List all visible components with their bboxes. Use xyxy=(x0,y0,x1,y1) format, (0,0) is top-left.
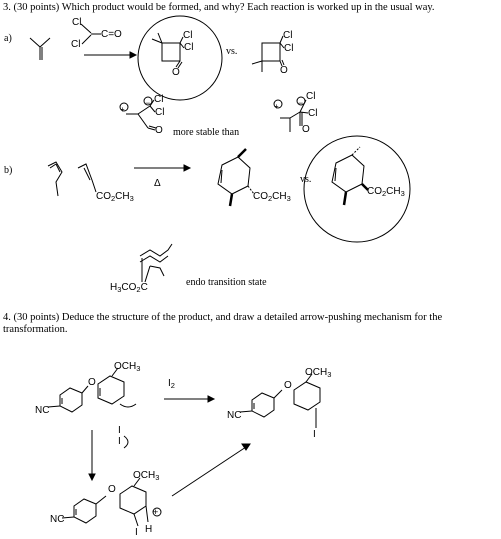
product-a1-o: O xyxy=(172,67,180,78)
product-iodine: I xyxy=(313,429,316,440)
product-b1-ester: CO2CH3 xyxy=(253,191,291,203)
intermediate-1-o: O xyxy=(155,125,163,136)
ketene-cl-left: Cl xyxy=(71,39,81,50)
product-nc: NC xyxy=(227,410,242,421)
circled-answer-b xyxy=(304,136,410,242)
sm-och3: OCH3 xyxy=(114,361,141,373)
more-stable-than-label: more stable than xyxy=(173,127,240,138)
product-a2-ring xyxy=(252,36,284,72)
i2-top-atom: I xyxy=(118,425,121,436)
intermediate-1-plus: + xyxy=(120,105,125,114)
intermediate-hydrogen: H xyxy=(145,524,153,535)
product-b2-ring xyxy=(332,147,368,205)
ketene-c-eq-o: C=O xyxy=(101,29,122,40)
iodine-reagent: I2 xyxy=(168,378,175,390)
intermediate-2-o: O xyxy=(302,124,310,135)
product-b2-ester: CO2CH3 xyxy=(367,186,405,198)
sm-nc: NC xyxy=(35,405,50,416)
intermediate-right-ring xyxy=(120,478,161,526)
product-right-ring xyxy=(294,374,320,428)
dienophile-structure xyxy=(78,164,96,192)
part-b-label: b) xyxy=(4,165,13,176)
intermediate-left-ring xyxy=(62,496,106,523)
circled-answer-a xyxy=(138,16,222,100)
question-4-header-line-1: 4. (30 points) Deduce the structure of t… xyxy=(3,312,443,323)
reaction-arrow-b xyxy=(134,165,190,171)
product-ether-o: O xyxy=(284,380,292,391)
arrow-to-product xyxy=(172,444,250,496)
ketene-bond-2 xyxy=(82,35,91,44)
intermediate-nc: NC xyxy=(50,514,65,525)
product-b1-ring xyxy=(218,149,254,206)
question-4-header-line-2: transformation. xyxy=(3,324,68,335)
intermediate-iodine: I xyxy=(135,527,138,538)
isobutylene-structure xyxy=(30,38,50,60)
intermediate-plus: + xyxy=(153,507,159,517)
intermediate-1-structure xyxy=(120,97,156,130)
product-a2-o: O xyxy=(280,65,288,76)
sm-ether-o: O xyxy=(88,377,96,388)
vs-label-b: vs. xyxy=(300,174,312,185)
intermediate-2-plus: + xyxy=(274,102,279,111)
intermediate-2-cl-1: Cl xyxy=(306,91,316,102)
part-a-label: a) xyxy=(4,33,12,44)
i2-bottom-atom: I xyxy=(118,436,121,447)
sm-left-ring xyxy=(48,386,88,412)
product-a2-cl-1: Cl xyxy=(283,30,293,41)
endo-ts-ester: H3CO2C xyxy=(110,282,148,294)
product-a1-cl-1: Cl xyxy=(183,30,193,41)
endo-transition-state-label: endo transition state xyxy=(186,277,267,288)
intermediate-1-cl-2: Cl xyxy=(155,107,165,118)
intermediate-1-minus: − xyxy=(145,98,151,108)
dienophile-ester: CO2CH3 xyxy=(96,191,134,203)
intermediate-2-minus: − xyxy=(298,98,304,108)
endo-transition-state-structure xyxy=(140,244,172,282)
product-a1-ring xyxy=(152,33,184,68)
intermediate-ether-o: O xyxy=(108,484,116,495)
product-a1-cl-2: Cl xyxy=(184,42,194,53)
heat-delta: Δ xyxy=(154,178,161,189)
intermediate-1-cl-1: Cl xyxy=(154,94,164,105)
diene-structure xyxy=(48,162,62,196)
reaction-arrow-a xyxy=(84,52,136,58)
i2-curved-arrow xyxy=(124,436,128,448)
intermediate-och3: OCH3 xyxy=(133,470,160,482)
main-arrow-right xyxy=(164,396,214,402)
product-left-ring xyxy=(240,390,282,417)
product-a2-cl-2: Cl xyxy=(284,43,294,54)
arrow-down xyxy=(89,430,95,480)
sm-right-ring xyxy=(98,368,136,407)
ketene-cl-top: Cl xyxy=(72,17,82,28)
intermediate-2-cl-2: Cl xyxy=(308,108,318,119)
question-3-header: 3. (30 points) Which product would be fo… xyxy=(3,2,435,13)
intermediate-2-structure xyxy=(274,97,308,132)
product-och3: OCH3 xyxy=(305,367,332,379)
ketene-bond-1 xyxy=(81,24,91,33)
vs-label-a: vs. xyxy=(226,46,238,57)
